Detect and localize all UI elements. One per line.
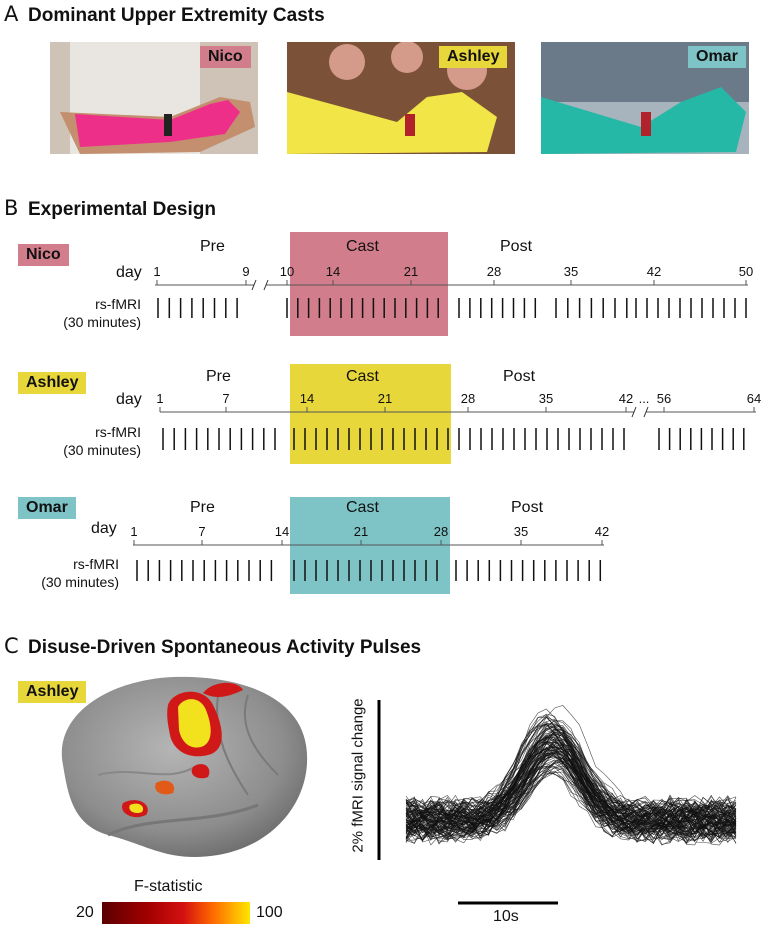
photo-nico: Nico [50,42,258,154]
axis-break-mark [251,279,257,291]
timeline-tick-label: 9 [242,264,249,279]
trace-line [405,744,737,840]
panel-b-title: Experimental Design [28,199,216,220]
timeline-tick-label: 21 [354,524,368,539]
day-label-omar: day [91,520,117,537]
timeline-tick-label: 28 [487,264,501,279]
scan-label-nico: rs-fMRI [95,296,141,312]
scan-label-omar: rs-fMRI [73,556,119,572]
trace-line [405,741,737,836]
photo-omar: Omar [541,42,749,154]
timeline-tick-label: 21 [378,391,392,406]
timeline-tick-label: 56 [657,391,671,406]
trace-line [405,738,737,840]
trace-line [405,756,737,843]
axis-break-mark [263,279,269,291]
timeline-tick-label: 28 [461,391,475,406]
brain-surface-image [61,676,308,857]
trace-line [405,724,737,824]
timeline-tick-label: 21 [404,264,418,279]
timeline-tick-label: 7 [222,391,229,406]
brain-subject-tag: Ashley [18,681,87,703]
traces-ylabel-box: 2% fMRI signal change [343,692,373,862]
post-label-nico: Post [500,238,533,255]
pre-label-omar: Pre [190,499,215,516]
traces-plot [377,700,737,905]
timeline-tick-label: 42 [619,391,633,406]
scan-label-ashley: rs-fMRI [95,424,141,440]
trace-line [405,705,737,816]
timeline-tick-label: 28 [434,524,448,539]
colorbar-label: F-statistic [134,878,203,895]
trace-line [405,721,737,821]
timeline-tick-label: 1 [156,391,163,406]
trace-line [405,772,737,839]
timeline-tick-label: 42 [595,524,609,539]
cast-label-ashley: Cast [346,368,379,385]
trace-line [405,737,737,841]
timeline-tick-label: 1 [153,264,160,279]
cast-label-nico: Cast [346,238,379,255]
panel-a-title: Dominant Upper Extremity Casts [28,5,325,26]
timeline-tick-label: 14 [300,391,314,406]
trace-line [405,720,737,818]
timeline-tick-label: 10 [280,264,294,279]
timeline-tick-label: 1 [130,524,137,539]
cast-label-omar: Cast [346,499,379,516]
timeline-tick-label: 50 [739,264,753,279]
timeline-tag-nico: Nico [18,244,69,266]
panel-b-letter: B [4,196,19,220]
pre-label-ashley: Pre [206,368,231,385]
panel-c-title: Disuse-Driven Spontaneous Activity Pulse… [28,637,422,658]
post-label-ashley: Post [503,368,536,385]
timeline-tick-label: 42 [647,264,661,279]
timeline-tick-label: 35 [564,264,578,279]
timeline-tag-omar: Omar [18,497,76,519]
colorbar-min: 20 [76,904,94,921]
scan-sub-nico: (30 minutes) [63,314,141,330]
photo-ashley: Ashley [287,42,515,154]
timeline-tick-label: 35 [539,391,553,406]
scan-sub-omar: (30 minutes) [41,574,119,590]
timeline-tag-ashley: Ashley [18,372,87,394]
colorbar [102,902,250,924]
timeline-tick-label: 14 [326,264,340,279]
day-label-nico: day [116,264,142,281]
subject-tag-nico: Nico [200,46,251,68]
axis-break-mark [643,406,649,418]
cast-period-nico [290,232,448,336]
post-label-omar: Post [511,499,544,516]
subject-tag-omar: Omar [688,46,746,68]
traces-xscale-label: 10s [493,908,519,925]
trace-line [405,708,737,820]
timeline-tick-label: 64 [747,391,761,406]
trace-line [405,752,737,841]
trace-line [405,759,737,844]
panel-a-letter: A [4,2,19,26]
pre-label-nico: Pre [200,238,225,255]
trace-line [405,715,737,826]
subject-tag-ashley: Ashley [439,46,508,68]
panel-c-letter: C [4,634,19,658]
trace-line [405,729,737,835]
trace-bundle [405,705,737,846]
timeline-tick-label: 35 [514,524,528,539]
timeline-tick-label: 7 [198,524,205,539]
day-label-ashley: day [116,391,142,408]
timeline-tick-label: 14 [275,524,289,539]
axis-break-mark [631,406,637,418]
traces-ylabel: 2% fMRI signal change [349,698,367,853]
colorbar-max: 100 [256,904,283,921]
timeline-tick-label: ... [639,391,650,406]
scan-sub-ashley: (30 minutes) [63,442,141,458]
